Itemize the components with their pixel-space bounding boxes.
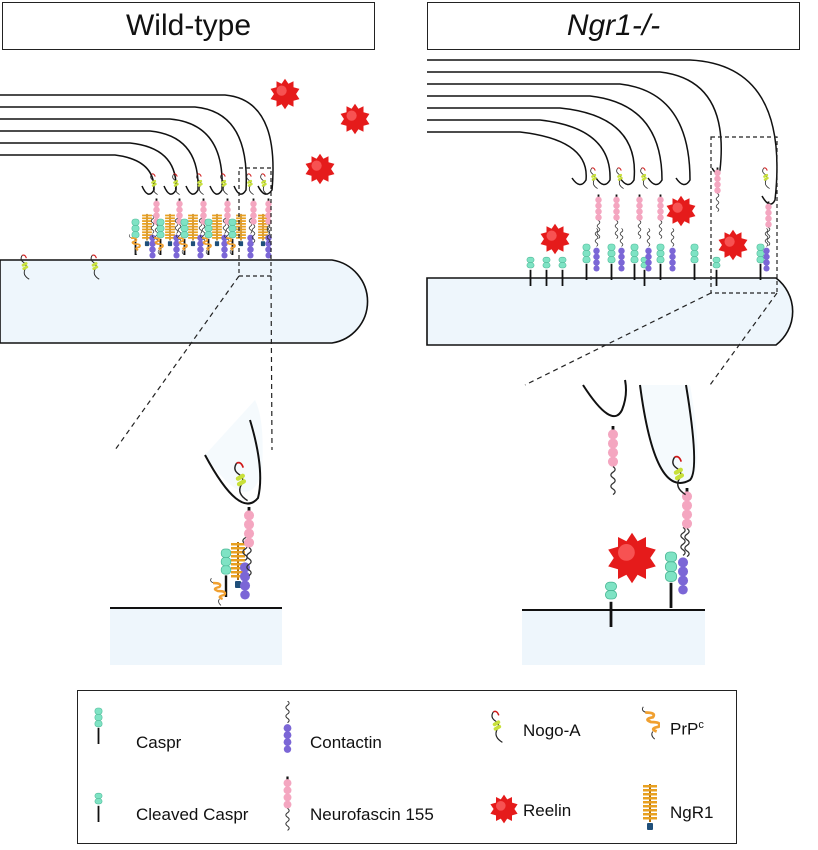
nogo-a-label: Nogo-A [523, 721, 581, 740]
ngr1-knockout-title: Ngr1-/- [427, 2, 800, 50]
cleaved-caspr-legend-icon [94, 792, 103, 823]
ngr1-knockout-panel [426, 59, 794, 665]
neurofascin-label: Neurofascin 155 [310, 805, 434, 824]
ngr1-label: NgR1 [670, 803, 714, 822]
prpc-label-superscript: c [698, 719, 704, 731]
nogo-a-legend-icon [491, 710, 504, 744]
prpc-label-base: PrP [670, 719, 699, 739]
contactin-legend-icon [283, 701, 292, 753]
prpc-label: PrPc [670, 719, 704, 740]
reelin-label: Reelin [523, 801, 572, 820]
caspr-label: Caspr [136, 733, 182, 752]
wild-type-panel [0, 78, 370, 665]
neurofascin-legend-icon [283, 775, 292, 831]
legend: Caspr Cleaved Caspr Contactin Neurofasci… [77, 690, 737, 844]
contactin-label: Contactin [310, 733, 382, 752]
reelin-legend-icon [490, 794, 518, 824]
cleaved-caspr-label: Cleaved Caspr [136, 805, 249, 824]
node-of-ranvier-diagram [0, 59, 794, 665]
prpc-legend-icon [640, 705, 660, 741]
ngr1-legend-icon [643, 784, 657, 830]
caspr-legend-icon [94, 707, 103, 745]
wild-type-title: Wild-type [2, 2, 375, 50]
